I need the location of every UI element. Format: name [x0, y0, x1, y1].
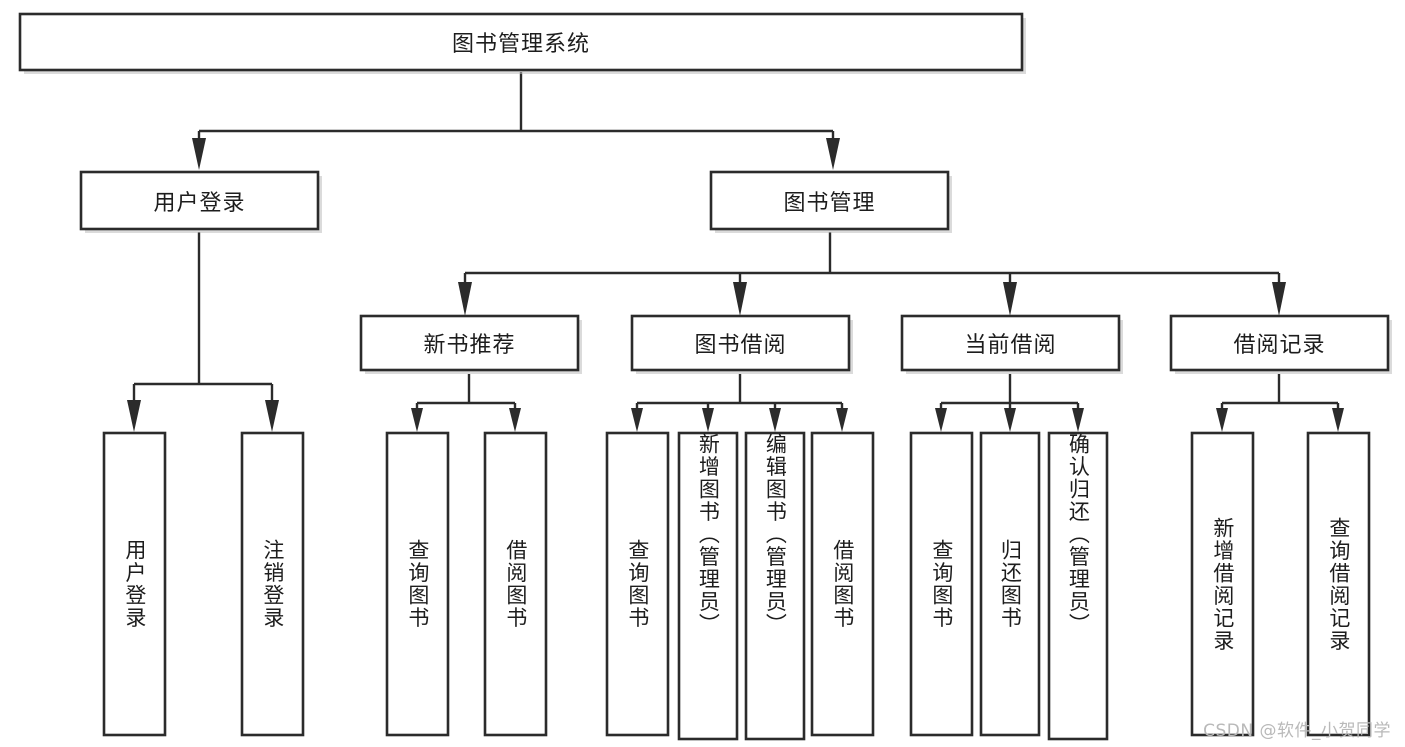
arrow-newbook-to-leaf-2 [509, 408, 521, 432]
arrow-userlogin-to-leaf-1 [127, 400, 141, 432]
new-book-recommend-box[interactable] [359, 314, 580, 372]
arrow-bookborrow-to-leaf-1 [631, 408, 643, 432]
arrow-bookborrow-to-leaf-3 [769, 408, 781, 432]
leaf-add-book-box[interactable] [677, 431, 739, 741]
book-management-box[interactable] [709, 170, 950, 231]
arrow-bookmgmt-to-borrowrecord [1272, 282, 1286, 316]
node-layer [18, 12, 1392, 741]
arrow-bookmgmt-to-bookborrow [733, 282, 747, 316]
csdn-watermark: CSDN @软件_小贺同学 [1203, 721, 1391, 741]
arrow-borrowrecord-to-leaf-2 [1332, 408, 1344, 432]
leaf-query-book-2-box[interactable] [605, 431, 670, 737]
borrow-record-box[interactable] [1169, 314, 1390, 372]
user-login-box[interactable] [79, 170, 320, 231]
arrow-currentborrow-to-leaf-3 [1072, 408, 1084, 432]
root-box[interactable] [18, 12, 1024, 72]
leaf-add-record-box[interactable] [1190, 431, 1255, 737]
leaf-query-record-box[interactable] [1306, 431, 1371, 737]
arrow-root-to-user-login [192, 138, 206, 170]
arrow-currentborrow-to-leaf-1 [935, 408, 947, 432]
leaf-confirm-return-box[interactable] [1047, 431, 1109, 741]
arrow-root-to-book-management [826, 138, 840, 170]
leaf-user-logout-box[interactable] [240, 431, 305, 737]
leaf-borrow-book-2-box[interactable] [810, 431, 875, 737]
leaf-borrow-book-1-box[interactable] [483, 431, 548, 737]
leaf-return-book-box[interactable] [979, 431, 1041, 737]
arrow-newbook-to-leaf-1 [411, 408, 423, 432]
arrow-userlogin-to-leaf-2 [265, 400, 279, 432]
connector-layer [127, 72, 1344, 432]
leaf-edit-book-box[interactable] [744, 431, 806, 741]
leaf-user-login-box[interactable] [102, 431, 167, 737]
arrow-bookmgmt-to-newbook [458, 282, 472, 316]
arrow-currentborrow-to-leaf-2 [1004, 408, 1016, 432]
leaf-query-book-1-box[interactable] [385, 431, 450, 737]
arrow-bookmgmt-to-currentborrow [1003, 282, 1017, 316]
leaf-query-book-3-box[interactable] [909, 431, 974, 737]
book-borrow-box[interactable] [630, 314, 851, 372]
arrow-borrowrecord-to-leaf-1 [1216, 408, 1228, 432]
arrow-bookborrow-to-leaf-4 [836, 408, 848, 432]
arrow-bookborrow-to-leaf-2 [702, 408, 714, 432]
current-borrow-box[interactable] [900, 314, 1121, 372]
